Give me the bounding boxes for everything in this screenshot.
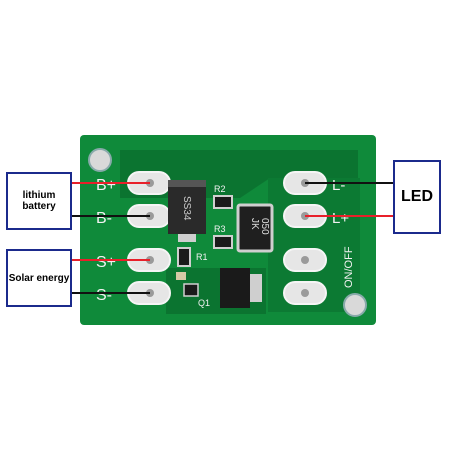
pad-label-l-plus: L+: [332, 210, 349, 227]
diode-lead-bottom: [178, 234, 196, 242]
pad-hole: [301, 289, 309, 297]
transistor-q1: [183, 283, 199, 297]
pad-label-s-plus: S+: [96, 254, 116, 271]
inductor-marking-2: 050: [259, 218, 270, 235]
led-label: LED: [401, 188, 433, 205]
pad-label-b-plus: B+: [96, 177, 116, 194]
label-r1: R1: [196, 252, 208, 262]
resistor-r3: [213, 235, 233, 249]
battery-label: lithium battery: [22, 190, 56, 212]
diode-body: [168, 180, 206, 234]
diode-band: [168, 180, 206, 187]
smd-component: [176, 272, 186, 280]
label-q1: Q1: [198, 298, 210, 308]
switch-ic: [220, 268, 250, 308]
switch-ic-tab: [250, 274, 262, 302]
resistor-r2: [213, 195, 233, 209]
led-label-box: LED: [393, 160, 441, 234]
pad-label-s-minus: S-: [96, 287, 112, 304]
pad-label-b-minus: B-: [96, 210, 112, 227]
solar-label: Solar energy: [8, 272, 70, 284]
pad-label-l-minus: L-: [332, 177, 345, 194]
mounting-hole-icon: [343, 293, 367, 317]
mounting-hole-icon: [88, 148, 112, 172]
label-r2: R2: [214, 184, 226, 194]
switch-label: ON/OFF: [343, 246, 355, 288]
inductor-marking-1: JK: [249, 218, 260, 230]
battery-label-box: lithium battery: [6, 172, 72, 230]
resistor-r1: [177, 247, 191, 267]
diode-marking: SS34: [181, 196, 192, 221]
label-r3: R3: [214, 224, 226, 234]
pad-hole: [301, 256, 309, 264]
solar-label-box: Solar energy: [6, 249, 72, 307]
inductor-body: [236, 203, 274, 253]
